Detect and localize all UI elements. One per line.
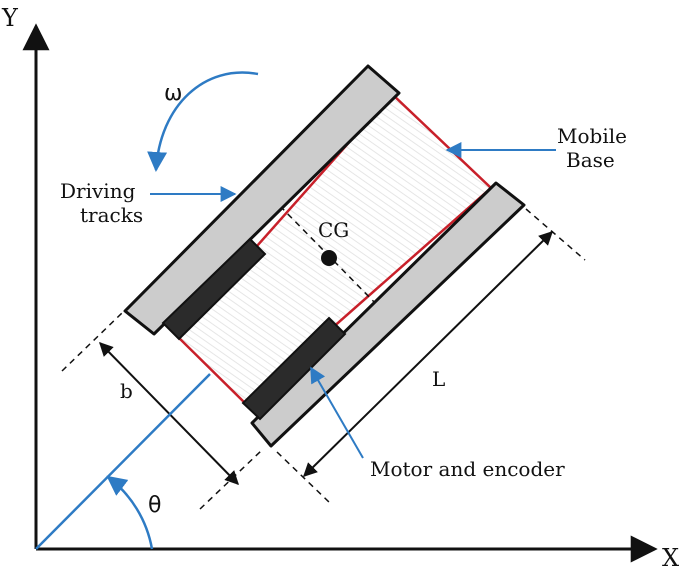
driving-track-top xyxy=(123,64,401,336)
motor-encoder-label: Motor and encoder xyxy=(370,457,565,481)
dimension-L-arrow xyxy=(303,231,553,477)
y-axis-label: Y xyxy=(1,4,19,32)
robot: CG xyxy=(123,64,526,448)
cg-label: CG xyxy=(318,218,349,242)
mobile-base-label-line1: Mobile xyxy=(557,124,627,148)
motor-encoder-pointer xyxy=(310,366,364,459)
motor-encoder-top xyxy=(161,237,267,341)
omega-label: ω xyxy=(164,81,182,106)
mobile-base-label-line2: Base xyxy=(566,148,615,172)
driving-tracks-label-line1: Driving xyxy=(60,179,136,203)
omega-arc xyxy=(147,71,259,172)
heading-line xyxy=(35,373,211,550)
driving-tracks-label-line2: tracks xyxy=(80,203,143,227)
cg-point xyxy=(321,250,337,266)
dimension-b-label: b xyxy=(120,379,133,403)
theta-label: θ xyxy=(148,493,161,518)
dimension-L: L xyxy=(276,208,586,504)
theta-arc xyxy=(106,475,154,550)
dimension-L-label: L xyxy=(432,367,445,391)
x-axis-label: X xyxy=(662,544,679,572)
